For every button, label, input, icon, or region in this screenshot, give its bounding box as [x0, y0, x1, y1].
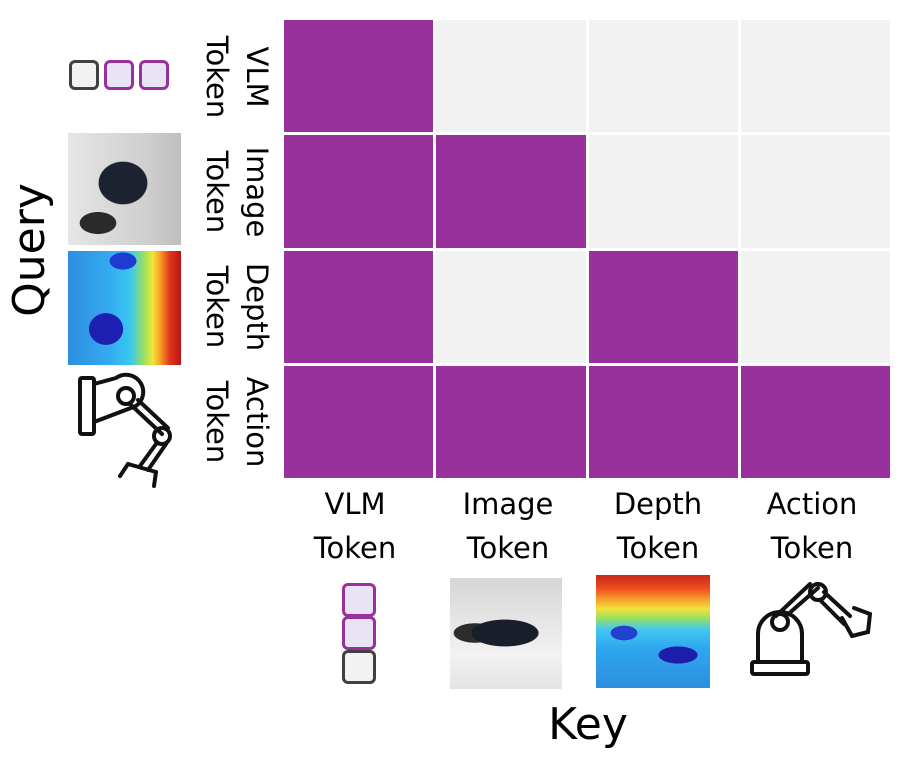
mask-cell-image-depth — [588, 135, 738, 248]
key-depth-map-thumbnail — [596, 575, 710, 688]
query-robot-arm-icon — [78, 372, 172, 488]
key-robot-arm-icon — [750, 582, 872, 676]
attention-mask-grid — [284, 20, 890, 478]
mask-cell-action-depth — [588, 365, 738, 478]
key-rgb-image-thumbnail — [450, 578, 562, 689]
mask-cell-vlm-action — [740, 20, 890, 133]
mask-cell-vlm-depth — [588, 20, 738, 133]
mask-cell-image-image — [436, 135, 586, 248]
mask-cell-vlm-vlm — [284, 20, 434, 133]
query-depth-map-thumbnail — [68, 251, 181, 365]
key-axis-title: Key — [548, 699, 628, 750]
mask-cell-action-vlm — [284, 365, 434, 478]
mask-cell-depth-image — [436, 250, 586, 363]
mask-cell-action-image — [436, 365, 586, 478]
query-rgb-image-thumbnail — [68, 133, 181, 245]
mask-cell-depth-vlm — [284, 250, 434, 363]
mask-cell-vlm-image — [436, 20, 586, 133]
mask-cell-action-action — [740, 365, 890, 478]
mask-cell-image-vlm — [284, 135, 434, 248]
mask-cell-depth-depth — [588, 250, 738, 363]
mask-cell-depth-action — [740, 250, 890, 363]
mask-cell-image-action — [740, 135, 890, 248]
query-axis-title: Query — [4, 183, 55, 317]
